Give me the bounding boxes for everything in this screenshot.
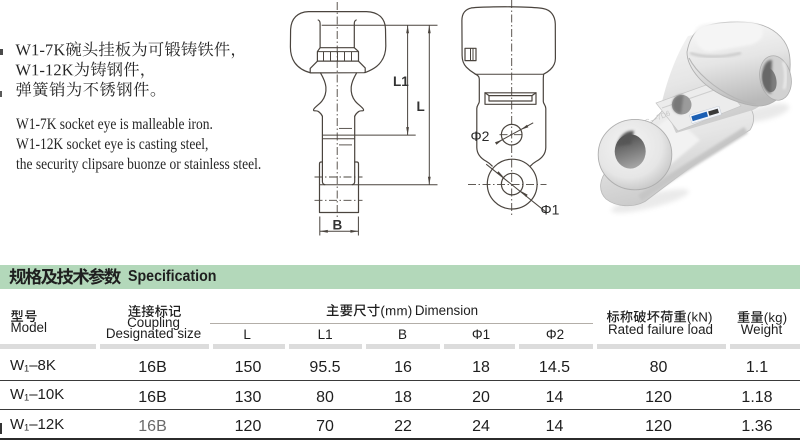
svg-text:B: B xyxy=(333,218,343,233)
svg-text:Φ1: Φ1 xyxy=(541,202,560,218)
svg-text:L: L xyxy=(417,99,425,114)
svg-text:L1: L1 xyxy=(393,74,409,89)
svg-text:Φ2: Φ2 xyxy=(471,128,490,144)
